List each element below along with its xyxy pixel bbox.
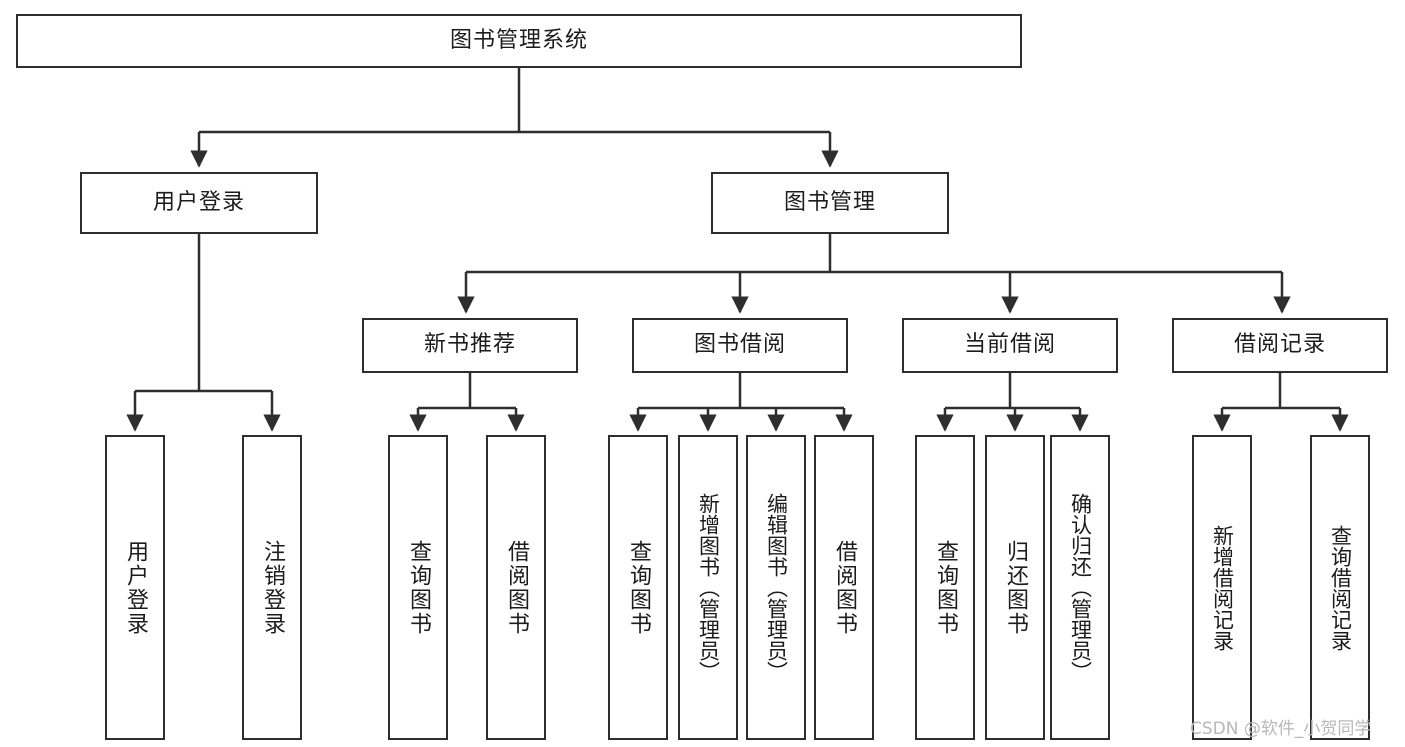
node-leaf-query-books-new[interactable]: 查询图书 [388,435,448,740]
watermark-text: CSDN @软件_小贺同学 [1190,719,1372,739]
node-leaf-logout[interactable]: 注销登录 [242,435,302,740]
node-borrowing-records[interactable]: 借阅记录 [1172,318,1388,373]
node-root-label: 图书管理系统 [449,27,588,53]
node-borrowing-records-label: 借阅记录 [1233,332,1326,358]
node-leaf-user-login[interactable]: 用户登录 [105,435,165,740]
node-new-book-recommendation-label: 新书推荐 [423,332,516,358]
node-leaf-add-book-admin[interactable]: 新增图书（管理员） [678,435,738,740]
node-leaf-confirm-return-admin[interactable]: 确认归还（管理员） [1050,435,1110,740]
node-leaf-add-book-admin-label: 新增图书（管理员） [696,493,721,682]
node-leaf-logout-label: 注销登录 [260,539,285,636]
node-book-management[interactable]: 图书管理 [711,172,949,234]
node-current-borrowing[interactable]: 当前借阅 [902,318,1118,373]
node-leaf-query-books-borrow[interactable]: 查询图书 [608,435,668,740]
node-leaf-edit-book-admin-label: 编辑图书（管理员） [764,493,789,682]
node-new-book-recommendation[interactable]: 新书推荐 [362,318,578,373]
node-user-login-label: 用户登录 [152,189,245,215]
node-book-borrowing-label: 图书借阅 [693,332,786,358]
node-current-borrowing-label: 当前借阅 [963,332,1056,358]
node-leaf-edit-book-admin[interactable]: 编辑图书（管理员） [746,435,806,740]
node-leaf-return-books[interactable]: 归还图书 [985,435,1045,740]
node-book-management-label: 图书管理 [783,189,876,215]
node-leaf-query-books-current-label: 查询图书 [933,539,958,636]
node-leaf-borrow-books-new[interactable]: 借阅图书 [486,435,546,740]
node-user-login[interactable]: 用户登录 [80,172,318,234]
node-leaf-user-login-label: 用户登录 [123,539,148,636]
node-leaf-query-books-new-label: 查询图书 [406,539,431,636]
node-leaf-query-books-borrow-label: 查询图书 [626,539,651,636]
node-leaf-add-borrow-record-label: 新增借阅记录 [1210,524,1235,651]
node-book-borrowing[interactable]: 图书借阅 [632,318,848,373]
node-leaf-query-books-current[interactable]: 查询图书 [915,435,975,740]
node-leaf-borrow-books-label: 借阅图书 [832,539,857,636]
node-leaf-borrow-books[interactable]: 借阅图书 [814,435,874,740]
node-leaf-return-books-label: 归还图书 [1003,539,1028,636]
node-leaf-add-borrow-record[interactable]: 新增借阅记录 [1192,435,1252,740]
node-leaf-query-borrow-record-label: 查询借阅记录 [1328,524,1353,651]
node-leaf-borrow-books-new-label: 借阅图书 [504,539,529,636]
node-root[interactable]: 图书管理系统 [16,14,1022,68]
node-leaf-confirm-return-admin-label: 确认归还（管理员） [1068,493,1093,682]
node-leaf-query-borrow-record[interactable]: 查询借阅记录 [1310,435,1370,740]
